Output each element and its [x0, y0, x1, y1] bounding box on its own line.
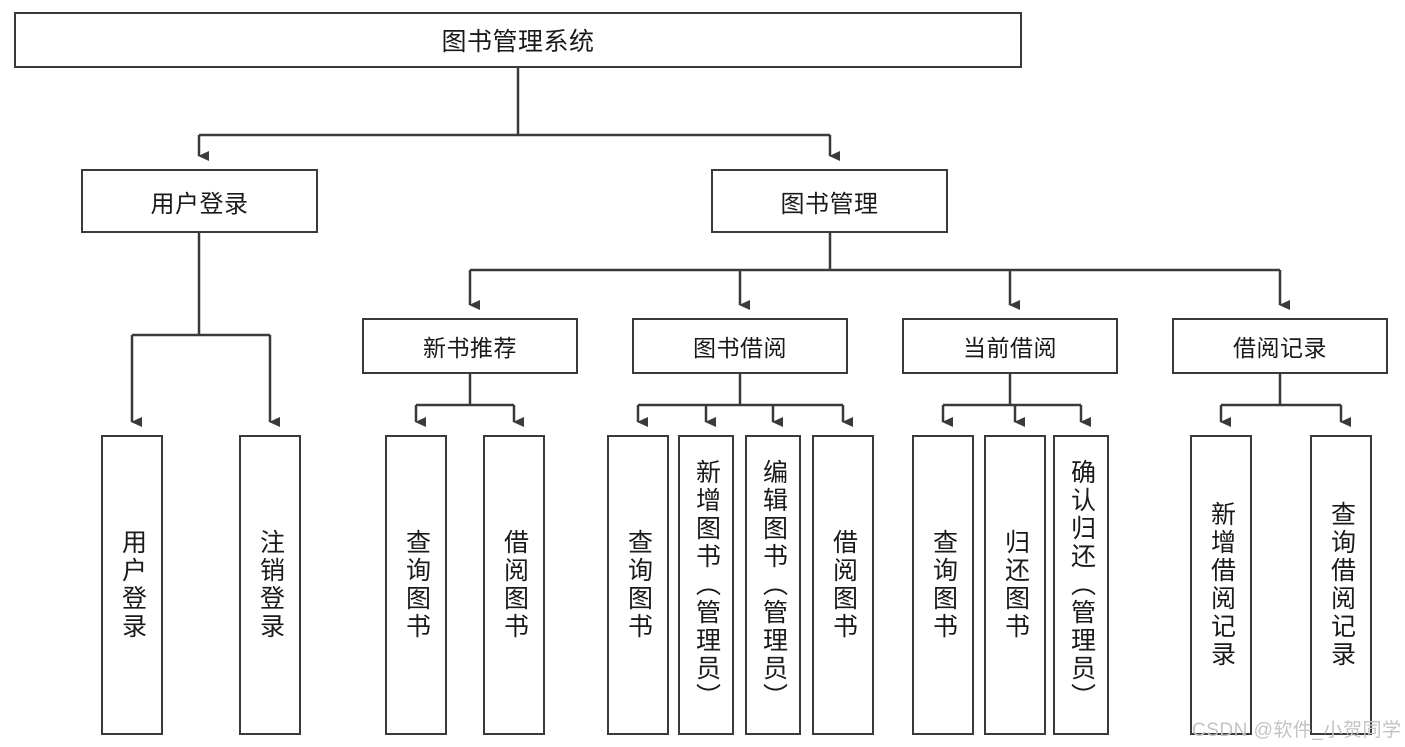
node-book-management-label: 图书管理: [780, 190, 879, 218]
leaf-current-query-book-label: 查询图书: [929, 529, 958, 641]
node-current-borrow-label: 当前借阅: [963, 335, 1057, 361]
leaf-add-borrow-record-label: 新增借阅记录: [1207, 501, 1236, 669]
leaf-edit-book-admin-label: 编辑图书（管理员）: [759, 459, 788, 711]
leaf-confirm-return-admin-label: 确认归还（管理员）: [1067, 459, 1096, 711]
node-user-login[interactable]: 用户登录: [81, 169, 318, 233]
leaf-return-book[interactable]: 归还图书: [984, 435, 1046, 735]
leaf-new-book-query[interactable]: 查询图书: [385, 435, 447, 735]
node-borrow-record[interactable]: 借阅记录: [1172, 318, 1388, 374]
node-root[interactable]: 图书管理系统: [14, 12, 1022, 68]
leaf-borrow-query-book[interactable]: 查询图书: [607, 435, 669, 735]
leaf-user-login-label: 用户登录: [118, 529, 147, 641]
node-book-borrow[interactable]: 图书借阅: [632, 318, 848, 374]
leaf-borrow-query-book-label: 查询图书: [624, 529, 653, 641]
node-current-borrow[interactable]: 当前借阅: [902, 318, 1118, 374]
node-root-label: 图书管理系统: [441, 28, 595, 56]
leaf-confirm-return-admin[interactable]: 确认归还（管理员）: [1053, 435, 1109, 735]
leaf-new-book-query-label: 查询图书: [402, 529, 431, 641]
leaf-edit-book-admin[interactable]: 编辑图书（管理员）: [745, 435, 801, 735]
leaf-query-borrow-record-label: 查询借阅记录: [1327, 501, 1356, 669]
leaf-user-logout[interactable]: 注销登录: [239, 435, 301, 735]
leaf-add-borrow-record[interactable]: 新增借阅记录: [1190, 435, 1252, 735]
node-borrow-record-label: 借阅记录: [1233, 335, 1327, 361]
node-book-borrow-label: 图书借阅: [693, 335, 787, 361]
node-new-book-recommend[interactable]: 新书推荐: [362, 318, 578, 374]
leaf-user-login[interactable]: 用户登录: [101, 435, 163, 735]
leaf-new-book-borrow[interactable]: 借阅图书: [483, 435, 545, 735]
leaf-user-logout-label: 注销登录: [256, 529, 285, 641]
leaf-borrow-book[interactable]: 借阅图书: [812, 435, 874, 735]
leaf-new-book-borrow-label: 借阅图书: [500, 529, 529, 641]
leaf-query-borrow-record[interactable]: 查询借阅记录: [1310, 435, 1372, 735]
csdn-watermark: CSDN @软件_小贺同学: [1192, 720, 1402, 741]
leaf-add-book-admin-label: 新增图书（管理员）: [692, 459, 721, 711]
node-new-book-recommend-label: 新书推荐: [423, 335, 517, 361]
leaf-return-book-label: 归还图书: [1001, 529, 1030, 641]
leaf-borrow-book-label: 借阅图书: [829, 529, 858, 641]
node-book-management[interactable]: 图书管理: [711, 169, 948, 233]
leaf-current-query-book[interactable]: 查询图书: [912, 435, 974, 735]
leaf-add-book-admin[interactable]: 新增图书（管理员）: [678, 435, 734, 735]
node-user-login-label: 用户登录: [150, 190, 249, 218]
